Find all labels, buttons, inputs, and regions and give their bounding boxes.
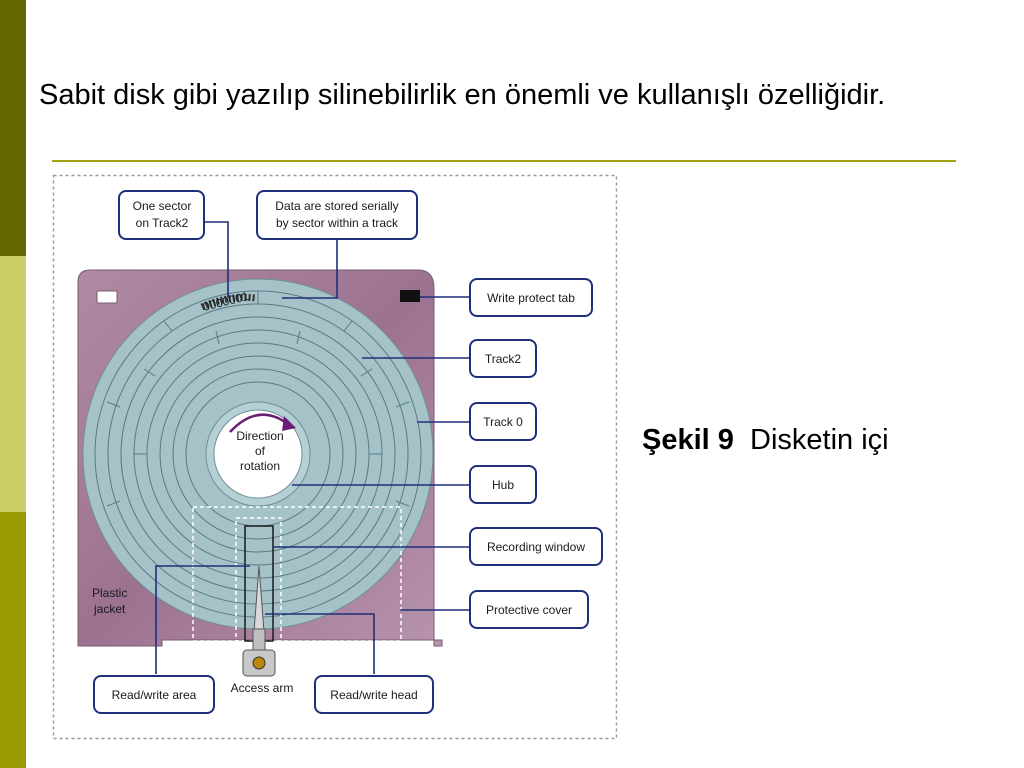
callout-read-write-head: Read/write head [314,675,434,714]
track2-text: Track2 [485,352,522,366]
callout-one-sector: One sector on Track2 [118,190,205,240]
plastic-jacket-label-1: Plastic [92,586,127,600]
callout-data-stored: Data are stored serially by sector withi… [256,190,418,240]
protective-cover-outline [192,506,402,642]
write-protect-notch [400,290,420,302]
access-arm-label: Access arm [231,681,294,695]
left-accent-bar [0,0,26,768]
callout-protective-cover: Protective cover [469,590,589,629]
direction-line-1: Direction [236,429,283,443]
protective-cover-text: Protective cover [486,603,572,617]
callout-recording-window: Recording window [469,527,603,566]
caption-text: Disketin içi [750,424,889,456]
write-protect-text: Write protect tab [487,291,575,305]
accent-bar-mid [0,512,26,768]
read-write-area-text: Read/write area [112,688,197,702]
callout-hub: Hub [469,465,537,504]
accent-bar-dark [0,0,26,256]
divider-line [52,160,956,162]
rotation-arrowhead [282,416,296,431]
callout-track0: Track 0 [469,402,537,441]
callout-write-protect: Write protect tab [469,278,593,317]
access-arm-screw [252,656,266,670]
body-paragraph: Sabit disk gibi yazılıp silinebilirlik e… [39,79,886,111]
sector-highlight [200,293,257,311]
callout-read-write-area: Read/write area [93,675,215,714]
hub-text: Hub [492,478,514,492]
track0-text: Track 0 [483,415,523,429]
direction-line-3: rotation [240,459,280,473]
callout-track2: Track2 [469,339,537,378]
figure-caption: Şekil 9 Disketin içi [642,424,889,457]
index-hole [96,290,118,304]
floppy-disk-diagram: Direction of rotation 0000001 Plastic ja… [52,174,618,740]
rotation-arrow [229,413,289,433]
leader-lines [155,221,470,674]
read-write-head-text: Read/write head [330,688,417,702]
one-sector-text-1: One sector [133,199,192,213]
plastic-jacket-label-2: jacket [93,602,126,616]
one-sector-text-2: on Track2 [136,216,189,230]
data-stored-text-2: by sector within a track [276,216,399,230]
accent-bar-light [0,256,26,512]
access-arm-post [252,628,266,652]
direction-line-2: of [255,444,266,458]
data-stored-text-1: Data are stored serially [275,199,398,213]
recording-window-text: Recording window [487,540,585,554]
caption-figure-number: Şekil 9 [642,424,734,456]
